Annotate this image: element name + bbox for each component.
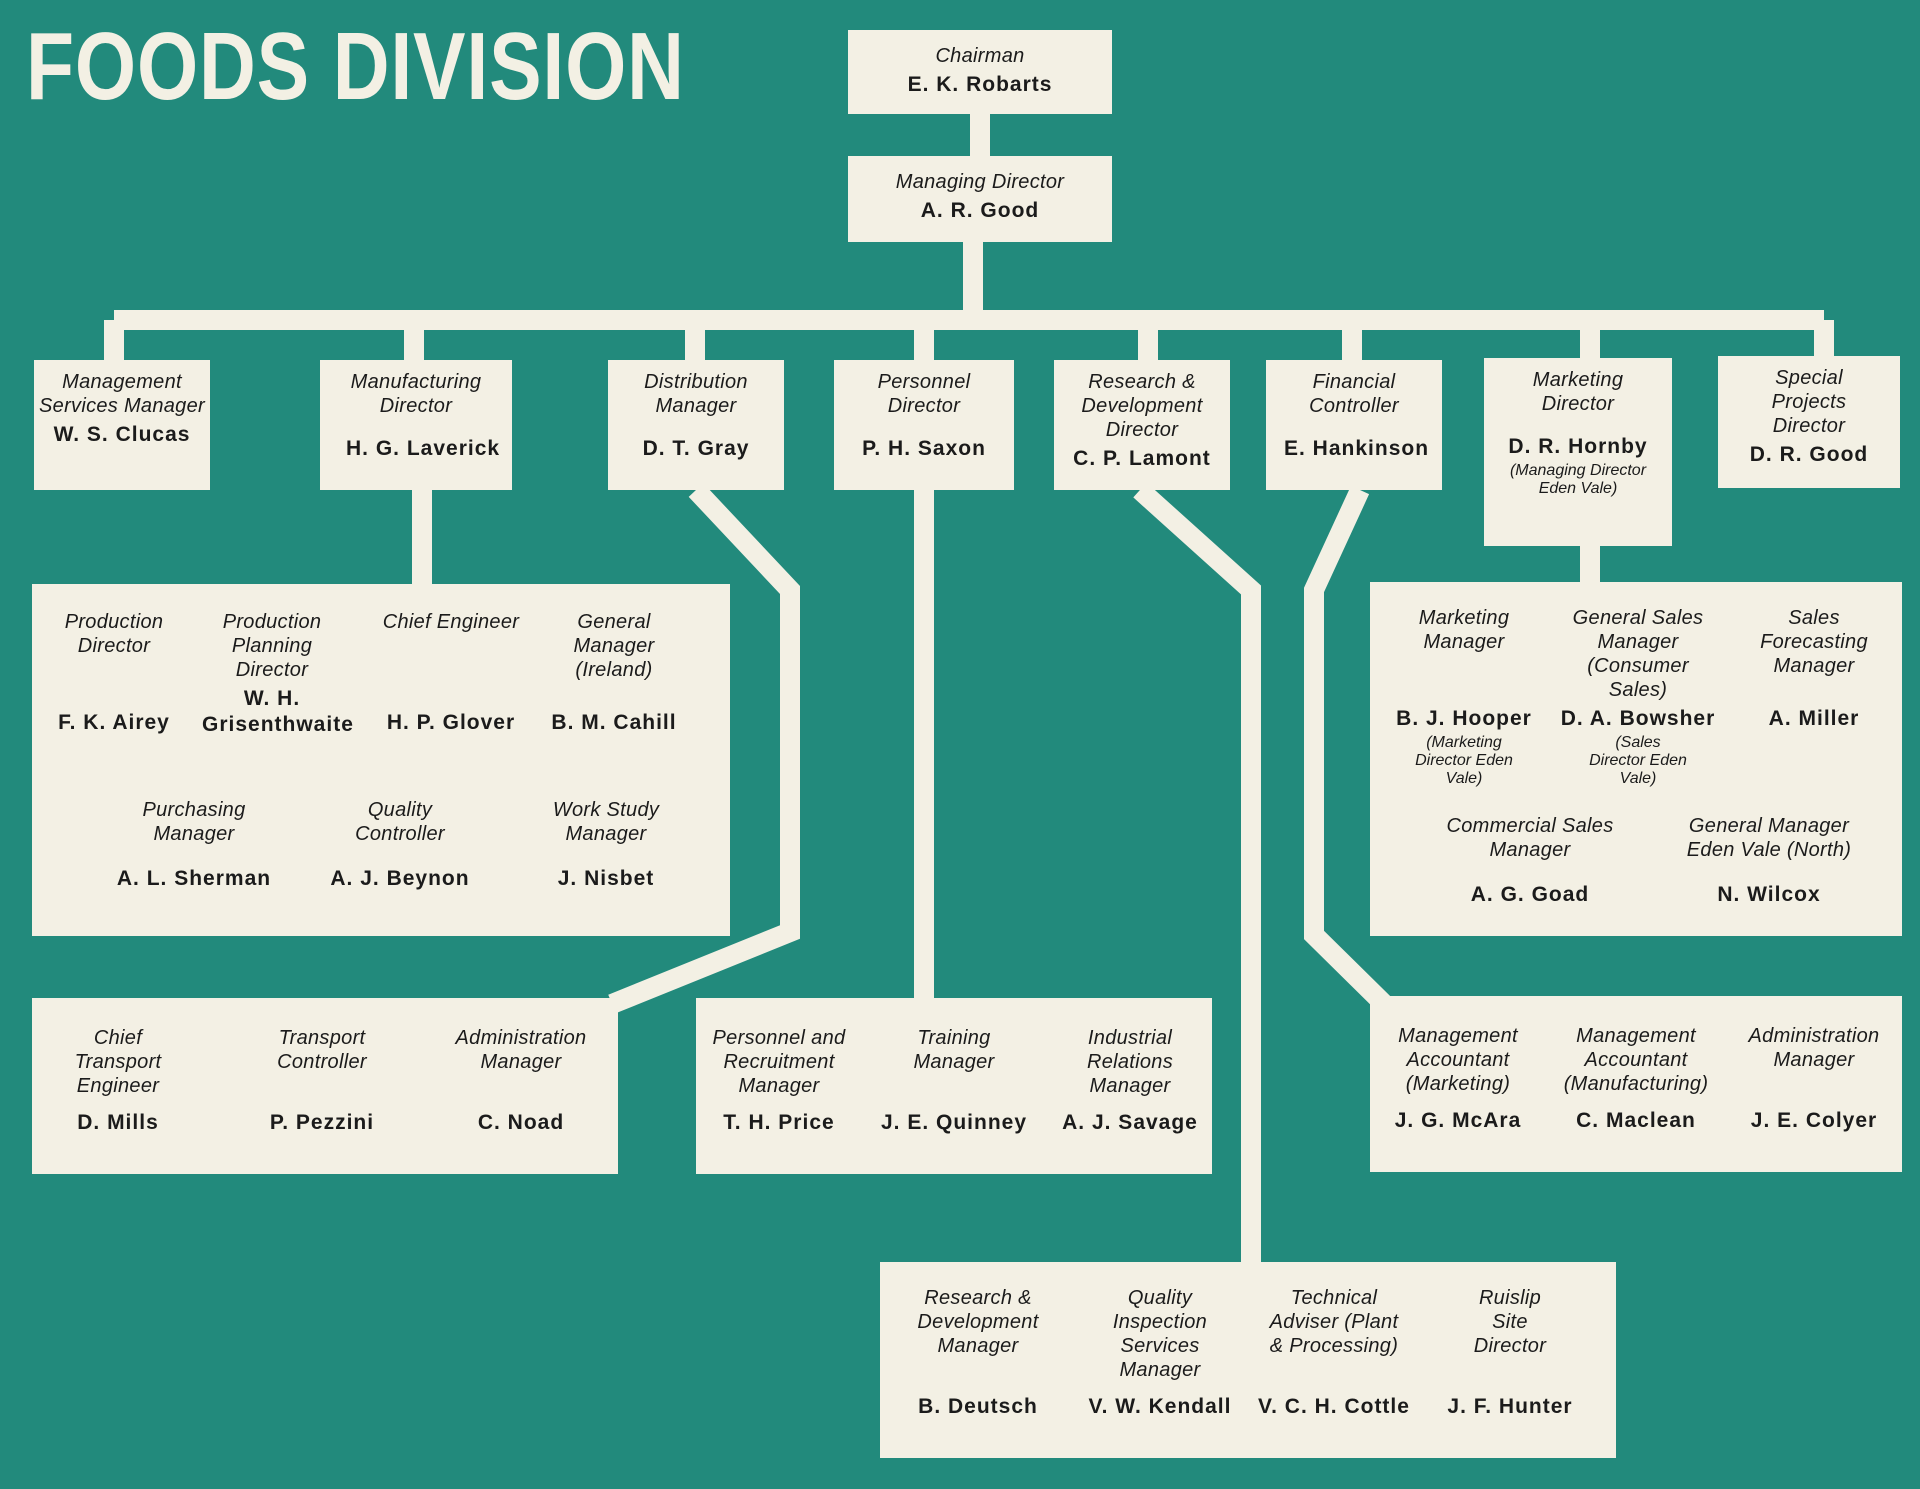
team-member-name: A. G. Goad bbox=[1470, 883, 1590, 906]
team-member-name: D. Mills bbox=[77, 1111, 159, 1134]
director-name: W. S. Clucas bbox=[53, 423, 191, 446]
team-member-name: B. J. Hooper bbox=[1396, 707, 1532, 730]
team-member-role: Training Manager bbox=[913, 1027, 995, 1073]
research-team-connector bbox=[1133, 482, 1261, 1262]
distribution-team-connector bbox=[608, 483, 800, 1014]
director-box-management-services: Management Services Manager W. S. Clucas bbox=[34, 360, 210, 490]
director-box-financial: Financial Controller E. Hankinson bbox=[1266, 360, 1442, 490]
team-member-role: General Sales Manager (Consumer Sales) bbox=[1572, 607, 1704, 701]
team-member-name: J. G. McAra bbox=[1394, 1109, 1522, 1132]
team-member-name: J. Nisbet bbox=[557, 867, 655, 890]
team-member-role: Transport Controller bbox=[277, 1027, 367, 1073]
team-member-role: Quality Controller bbox=[355, 799, 445, 845]
team-member-name: A. Miller bbox=[1768, 707, 1860, 730]
team-member-note: (Marketing Director Eden Vale) bbox=[1415, 734, 1513, 787]
team-member-role: Personnel and Recruitment Manager bbox=[712, 1027, 846, 1097]
team-member-role: General Manager (Ireland) bbox=[573, 611, 655, 681]
team-member-role: General Manager Eden Vale (North) bbox=[1686, 815, 1852, 861]
team-member-name: V. C. H. Cottle bbox=[1258, 1395, 1410, 1418]
team-member-name: J. F. Hunter bbox=[1447, 1395, 1573, 1418]
director-box-special-projects: Special Projects Director D. R. Good bbox=[1718, 356, 1900, 488]
team-member-role: Production Director bbox=[64, 611, 164, 657]
director-name: H. G. Laverick bbox=[346, 437, 501, 460]
team-member-name: A. J. Beynon bbox=[330, 867, 470, 890]
marketing-team-box: Marketing Manager B. J. Hooper (Marketin… bbox=[1370, 582, 1902, 936]
team-member-name: B. M. Cahill bbox=[551, 711, 677, 734]
director-name: D. R. Good bbox=[1749, 443, 1869, 466]
director-note: (Managing Director Eden Vale) bbox=[1509, 462, 1647, 497]
research-team-box: Research & Development Manager B. Deutsc… bbox=[880, 1262, 1616, 1458]
team-member-name: W. H. Grisenthwaite bbox=[202, 687, 354, 736]
team-member-name: V. W. Kendall bbox=[1088, 1395, 1232, 1418]
team-member-role: Chief Transport Engineer bbox=[74, 1027, 162, 1097]
team-member-name: P. Pezzini bbox=[269, 1111, 375, 1134]
team-member-role: Commercial Sales Manager bbox=[1446, 815, 1614, 861]
director-name: D. R. Hornby bbox=[1508, 435, 1648, 458]
chairman-name: E. K. Robarts bbox=[907, 73, 1053, 96]
page-title: FOODS DIVISION bbox=[26, 13, 685, 120]
team-member-role: Management Accountant (Marketing) bbox=[1398, 1025, 1518, 1095]
team-member-name: N. Wilcox bbox=[1717, 883, 1821, 906]
director-name: E. Hankinson bbox=[1284, 437, 1430, 460]
distribution-team-box: Chief Transport Engineer D. Mills Transp… bbox=[32, 998, 618, 1174]
team-member-name: H. P. Glover bbox=[386, 711, 516, 734]
team-member-name: F. K. Airey bbox=[58, 711, 170, 734]
director-name: P. H. Saxon bbox=[862, 437, 986, 460]
team-member-role: Administration Manager bbox=[1748, 1025, 1880, 1071]
chairman-role: Chairman bbox=[935, 45, 1025, 67]
director-name: C. P. Lamont bbox=[1073, 447, 1211, 470]
director-role: Financial Controller bbox=[1309, 371, 1399, 417]
team-member-role: Industrial Relations Manager bbox=[1086, 1027, 1174, 1097]
managing-director-role: Managing Director bbox=[895, 171, 1065, 193]
director-box-research-development: Research & Development Director C. P. La… bbox=[1054, 360, 1230, 490]
director-role: Manufacturing Director bbox=[350, 371, 482, 417]
team-member-role: Chief Engineer bbox=[382, 611, 520, 633]
team-member-role: Sales Forecasting Manager bbox=[1760, 607, 1868, 677]
team-member-role: Production Planning Director bbox=[222, 611, 322, 681]
team-member-name: A. J. Savage bbox=[1062, 1111, 1198, 1134]
finance-team-connector bbox=[1304, 485, 1392, 1012]
director-role: Research & Development Director bbox=[1081, 371, 1203, 441]
director-box-personnel: Personnel Director P. H. Saxon bbox=[834, 360, 1014, 490]
director-box-marketing: Marketing Director D. R. Hornby (Managin… bbox=[1484, 358, 1672, 546]
team-member-role: Quality Inspection Services Manager bbox=[1112, 1287, 1208, 1381]
managing-director-box: Managing Director A. R. Good bbox=[848, 156, 1112, 242]
team-member-role: Technical Adviser (Plant & Processing) bbox=[1269, 1287, 1399, 1357]
team-member-role: Marketing Manager bbox=[1418, 607, 1510, 653]
director-role: Special Projects Director bbox=[1771, 367, 1847, 437]
team-member-name: C. Noad bbox=[477, 1111, 565, 1134]
team-member-name: J. E. Colyer bbox=[1750, 1109, 1878, 1132]
director-role: Marketing Director bbox=[1532, 369, 1624, 415]
personnel-team-box: Personnel and Recruitment Manager T. H. … bbox=[696, 998, 1212, 1174]
director-role: Personnel Director bbox=[877, 371, 971, 417]
director-box-distribution: Distribution Manager D. T. Gray bbox=[608, 360, 784, 490]
finance-team-box: Management Accountant (Marketing) J. G. … bbox=[1370, 996, 1902, 1172]
director-box-manufacturing: Manufacturing Director H. G. Laverick bbox=[320, 360, 512, 490]
director-role: Management Services Manager bbox=[39, 371, 205, 417]
team-member-role: Administration Manager bbox=[455, 1027, 587, 1073]
team-member-role: Work Study Manager bbox=[552, 799, 660, 845]
team-member-role: Ruislip Site Director bbox=[1473, 1287, 1547, 1357]
team-member-name: T. H. Price bbox=[723, 1111, 835, 1134]
team-member-role: Purchasing Manager bbox=[142, 799, 246, 845]
director-name: D. T. Gray bbox=[642, 437, 750, 460]
manufacturing-team-box: Production Director F. K. Airey Producti… bbox=[32, 584, 730, 936]
team-member-name: A. L. Sherman bbox=[116, 867, 272, 890]
chairman-box: Chairman E. K. Robarts bbox=[848, 30, 1112, 114]
team-member-name: J. E. Quinney bbox=[880, 1111, 1028, 1134]
team-member-role: Research & Development Manager bbox=[917, 1287, 1039, 1357]
team-member-name: C. Maclean bbox=[1576, 1109, 1696, 1132]
managing-director-name: A. R. Good bbox=[920, 199, 1040, 222]
team-member-name: D. A. Bowsher bbox=[1560, 707, 1716, 730]
team-member-note: (Sales Director Eden Vale) bbox=[1589, 734, 1687, 787]
director-role: Distribution Manager bbox=[644, 371, 748, 417]
team-member-name: B. Deutsch bbox=[918, 1395, 1038, 1418]
team-member-role: Management Accountant (Manufacturing) bbox=[1563, 1025, 1709, 1095]
